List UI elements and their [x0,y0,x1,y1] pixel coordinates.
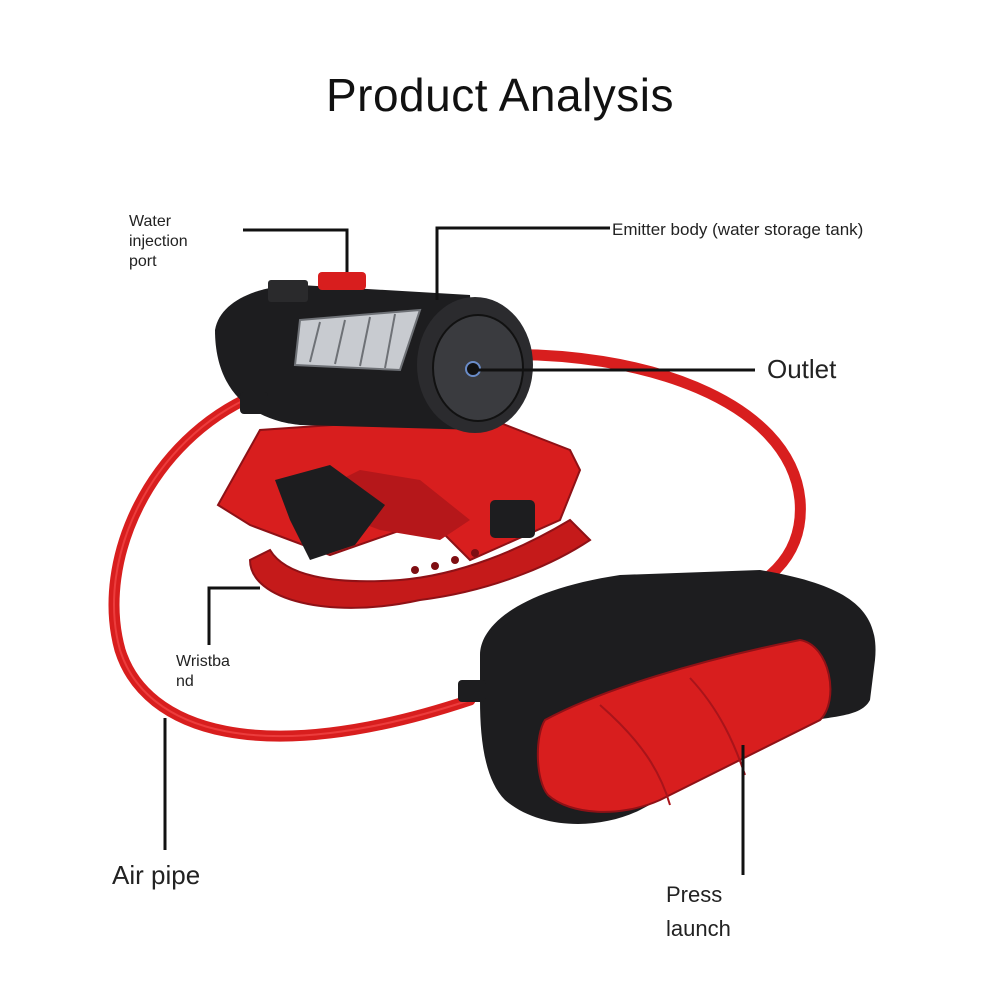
label-press-launch: Press launch [666,878,731,946]
label-emitter-body: Emitter body (water storage tank) [612,220,864,239]
leader-lines [163,226,755,875]
emitter-body [215,272,533,433]
wristband [216,413,592,609]
label-water-injection-port: Water injection port [129,212,188,272]
label-line: Water [129,213,172,230]
press-launch-pad [458,570,876,824]
label-line: port [129,253,157,270]
label-line: Wristba [176,653,230,670]
label-line: nd [176,673,194,690]
page-title: Product Analysis [325,69,675,121]
label-air-pipe: Air pipe [112,860,201,890]
label-wristband: Wristba nd [176,652,230,692]
label-outlet: Outlet [767,354,837,384]
label-line: Press [666,882,723,907]
leader-water-injection-port [243,228,349,272]
label-line: launch [666,916,731,942]
label-line: injection [129,233,188,250]
leader-wristband [207,586,260,645]
leader-emitter-body [435,226,610,300]
water-injection-port [318,272,366,290]
